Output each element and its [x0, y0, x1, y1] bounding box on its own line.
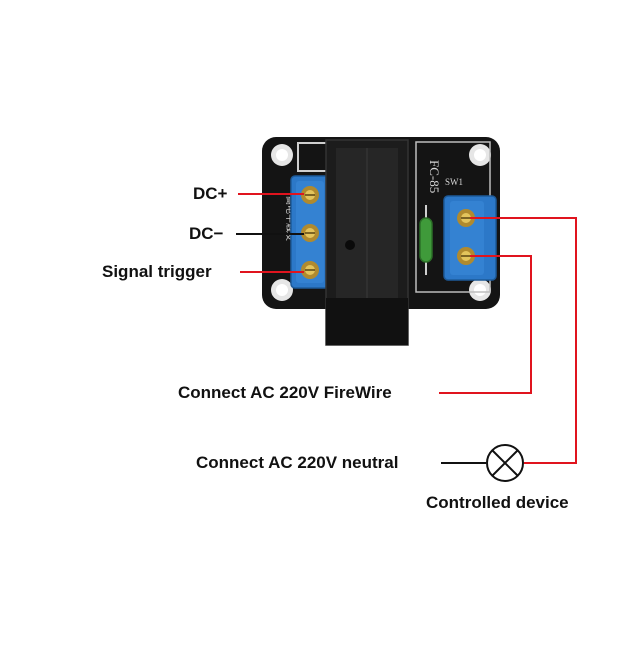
relay-screw-icon [345, 240, 355, 250]
label-dc-plus: DC+ [193, 184, 228, 203]
label-dc-minus: DC− [189, 224, 224, 243]
wire-live [439, 255, 532, 394]
switch-text: SW1 [445, 177, 463, 187]
mounting-hole-icon [271, 144, 293, 166]
screw-terminal-icon [457, 209, 475, 227]
model-text: FC-85 [427, 160, 442, 193]
screw-terminal-icon [301, 186, 319, 204]
fuse-icon [419, 205, 433, 275]
mounting-hole-icon [469, 144, 491, 166]
label-controlled-device: Controlled device [426, 493, 569, 512]
solid-state-relay [325, 139, 409, 346]
wire-load [470, 217, 577, 464]
screw-terminal-icon [301, 261, 319, 279]
screw-terminal-icon [301, 224, 319, 242]
lamp-load-icon [486, 444, 524, 482]
label-ac-live: Connect AC 220V FireWire [178, 383, 392, 402]
mounting-hole-icon [469, 279, 491, 301]
label-signal-trigger: Signal trigger [102, 262, 212, 281]
mounting-hole-icon [271, 279, 293, 301]
screw-terminal-icon [457, 247, 475, 265]
ac-terminal-block [443, 195, 497, 281]
wires [236, 193, 577, 464]
label-ac-neutral: Connect AC 220V neutral [196, 453, 399, 472]
relay-board: FC-85 SW1 高电平触发 [262, 137, 500, 346]
dc-terminal-block [290, 175, 330, 289]
